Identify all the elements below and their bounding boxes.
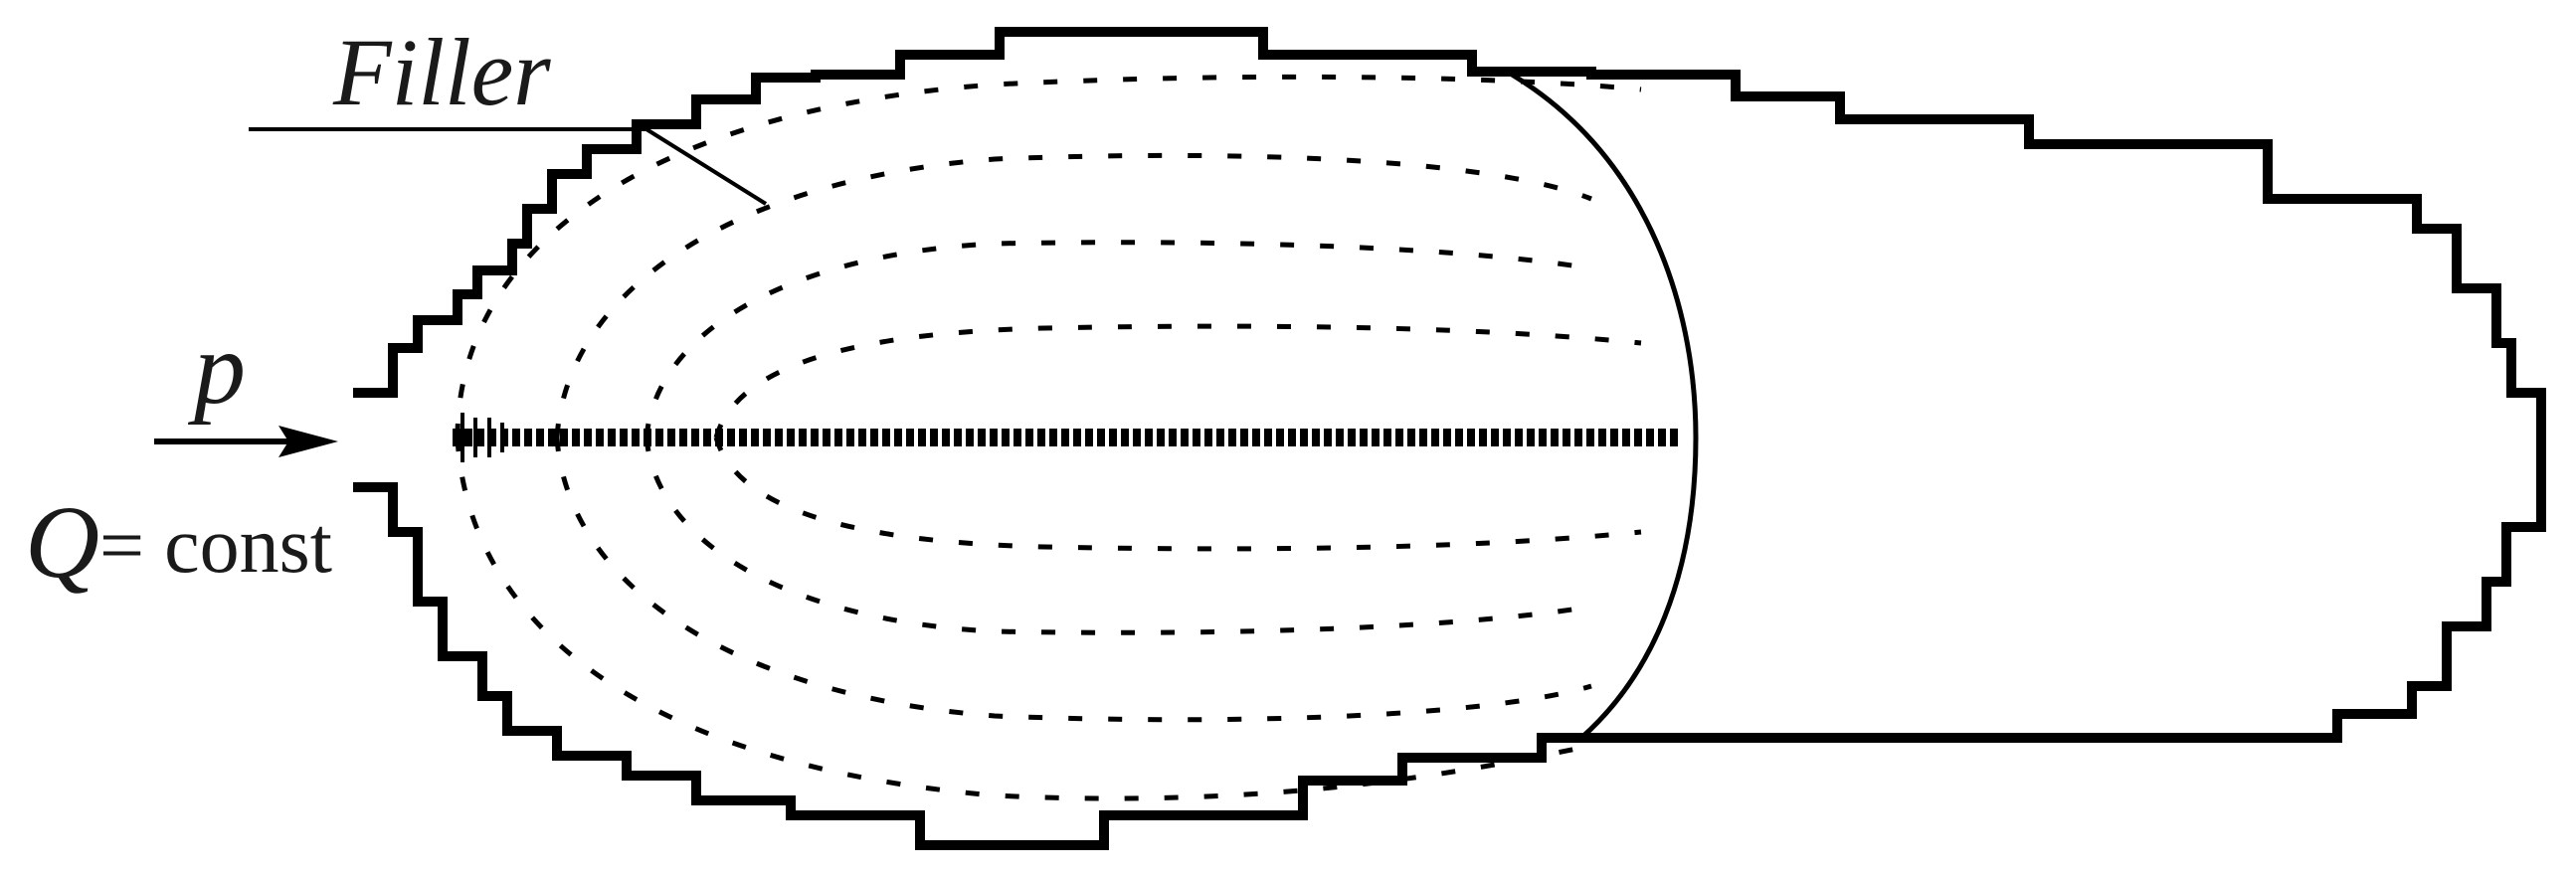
flow-rate-symbol: Q: [25, 485, 99, 600]
flow-rate-equation: = const: [99, 502, 332, 590]
filler-contour-3: [554, 152, 1592, 438]
filler-contour-6: [644, 437, 1592, 635]
filler-region: [455, 74, 1642, 801]
filler-contour-4: [554, 437, 1592, 723]
filler-contour-7: [713, 323, 1642, 438]
filler-contour-8: [713, 437, 1642, 552]
pressure-label: p: [187, 311, 246, 426]
filler-contour-2: [455, 437, 1592, 801]
inlet-arrow-head: [278, 426, 338, 457]
filler-leader-line: [249, 127, 768, 206]
central-flow-ticks: [460, 413, 504, 462]
filler-contour-1: [455, 74, 1642, 438]
mold-cavity-outline: [353, 27, 2546, 850]
filler-label: Filler: [332, 19, 551, 125]
filler-contour-5: [644, 240, 1592, 438]
flow-front-boundary: [1505, 69, 1699, 740]
